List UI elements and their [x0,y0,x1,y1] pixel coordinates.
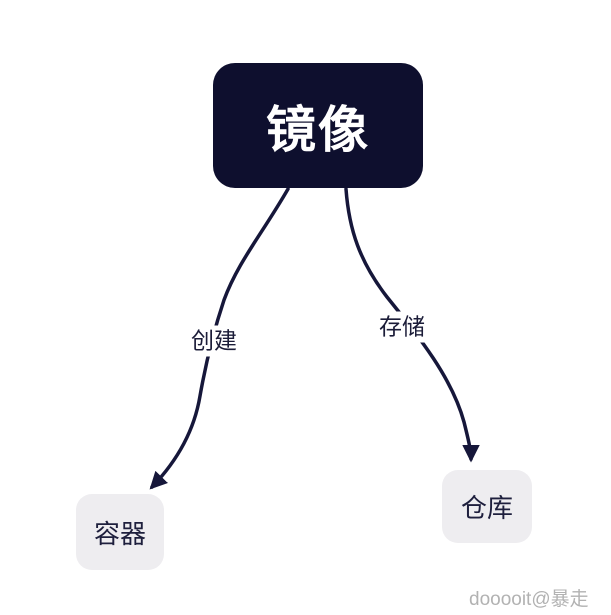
node-container[interactable]: 容器 [76,494,164,570]
watermark-text: dooooit@暴走 [469,589,589,610]
edge-label-create: 创建 [186,325,242,357]
node-repository[interactable]: 仓库 [442,470,532,543]
root-node-image[interactable]: 镜像 [213,63,423,188]
edge-label-store: 存储 [374,311,430,343]
edge-store-curve [344,187,480,463]
